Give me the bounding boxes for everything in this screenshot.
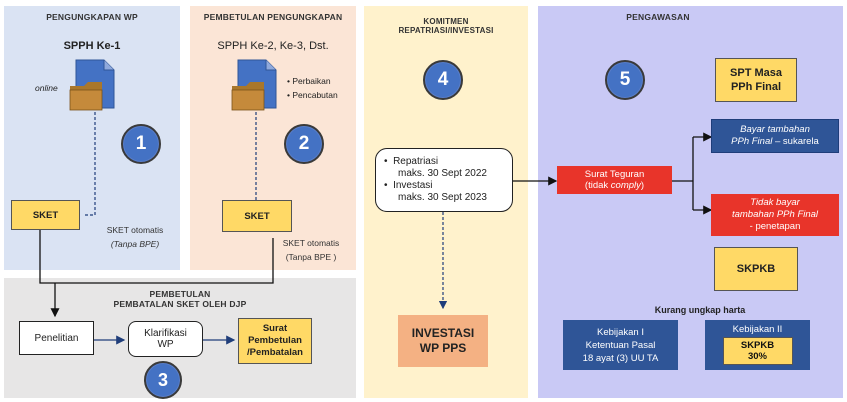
panel1-subtitle: SPPH Ke-1: [63, 40, 121, 52]
branch-line: [672, 137, 694, 210]
panel1-title: PENGUNGKAPAN WP: [46, 12, 138, 22]
investasi-item: • Investasi: [384, 180, 433, 191]
penelitian-box: Penelitian: [19, 321, 94, 355]
commitment-box: • Repatriasi maks. 30 Sept 2022 • Invest…: [375, 148, 513, 212]
panel3-title: PEMBETULAN PEMBATALAN SKET OLEH DJP: [113, 289, 247, 309]
step-2-badge: 2: [284, 124, 324, 164]
skpkb-doc: SKPKB: [714, 247, 798, 291]
spt-masa-doc: SPT Masa PPh Final: [715, 58, 797, 102]
online-label: online: [35, 83, 58, 93]
merge-line: [39, 230, 274, 284]
panel2-bullets: • Perbaikan • Pencabutan: [287, 74, 338, 102]
panel2-title: PEMBETULAN PENGUNGKAPAN: [203, 12, 343, 22]
step-3-badge: 3: [144, 361, 182, 399]
kebijakan-2-box: Kebijakan II SKPKB 30%: [705, 320, 810, 370]
step-4-badge: 4: [423, 60, 463, 100]
bullet-pencabutan: • Pencabutan: [287, 90, 338, 100]
panel4-title: KOMITMEN REPATRIASI/INVESTASI: [398, 17, 494, 35]
klarifikasi-box: Klarifikasi WP: [128, 321, 203, 357]
tidak-bayar-box: Tidak bayar tambahan PPh Final - penetap…: [711, 194, 839, 236]
sket-doc-2: SKET: [222, 200, 292, 232]
sket-note-1: SKET otomatis (Tanpa BPE): [106, 225, 164, 249]
sket-note-2: SKET otomatis (Tanpa BPE ): [282, 238, 340, 262]
surat-teguran-box: Surat Teguran (tidak comply): [557, 166, 672, 194]
document-folder-icon: [69, 59, 115, 111]
panel5-title: PENGAWASAN: [626, 12, 690, 22]
step-1-badge: 1: [121, 124, 161, 164]
bayar-tambahan-box: Bayar tambahan PPh Final – sukarela: [711, 119, 839, 153]
bullet-perbaikan: • Perbaikan: [287, 76, 331, 86]
dashed-line-1: [83, 112, 96, 216]
kurang-ungkap-label: Kurang ungkap harta: [654, 305, 746, 315]
kebijakan-1-box: Kebijakan I Ketentuan Pasal 18 ayat (3) …: [563, 320, 678, 370]
sket-doc-1: SKET: [11, 200, 80, 230]
investasi-wp-pps-box: INVESTASI WP PPS: [398, 315, 488, 367]
surat-pembetulan-doc: Surat Pembetulan /Pembatalan: [238, 318, 312, 364]
repatriasi-item: • Repatriasi: [384, 156, 439, 167]
step-5-badge: 5: [605, 60, 645, 100]
document-folder-icon: [231, 59, 277, 111]
panel2-subtitle: SPPH Ke-2, Ke-3, Dst.: [217, 40, 329, 52]
skpkb-30-doc: SKPKB 30%: [722, 337, 793, 365]
